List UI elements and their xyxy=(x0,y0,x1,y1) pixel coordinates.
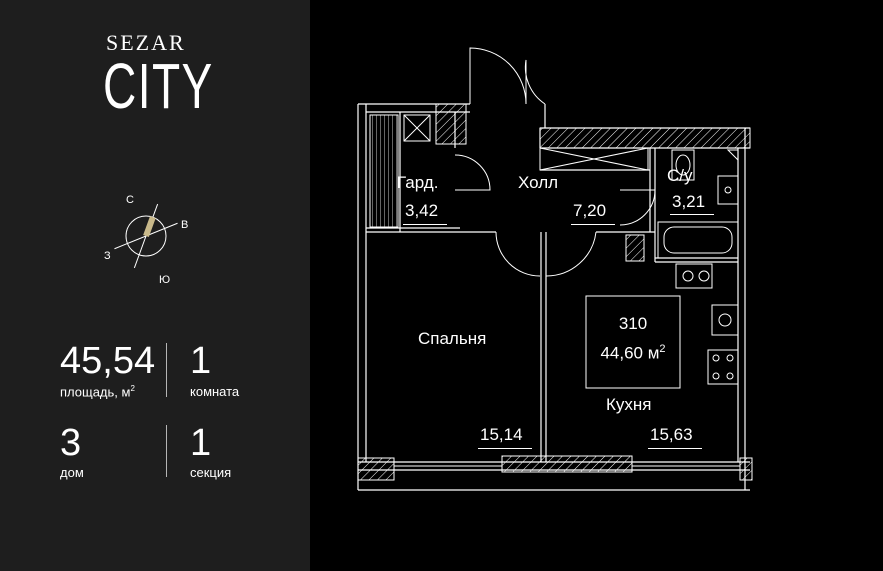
house-label: дом xyxy=(60,465,84,480)
stat-divider xyxy=(166,343,167,397)
kitchen-area: 15,63 xyxy=(650,425,693,444)
brand-name-top: SEZAR xyxy=(106,30,186,55)
info-panel: SEZAR CITY С В Ю З 45,54 площадь, м2 1 к… xyxy=(0,0,310,571)
kitchen-area-underline xyxy=(648,448,702,449)
bedroom-area: 15,14 xyxy=(480,425,523,444)
rooms-value: 1 xyxy=(190,340,212,382)
section-value: 1 xyxy=(190,422,212,464)
rooms-label: комната xyxy=(190,384,240,399)
bathroom-fixtures xyxy=(657,149,739,259)
brand-name-bottom: CITY xyxy=(103,50,214,122)
stat-divider xyxy=(166,425,167,477)
house-value: 3 xyxy=(60,422,82,464)
bathroom-area-underline xyxy=(670,214,714,215)
compass-south-label: Ю xyxy=(159,274,171,286)
hall-area-underline xyxy=(571,224,615,225)
kitchen-name: Кухня xyxy=(606,395,652,414)
hall-name: Холл xyxy=(518,173,559,192)
section-label: секция xyxy=(190,465,232,480)
apartment-info-box xyxy=(585,295,681,389)
wardrobe-area: 3,42 xyxy=(405,201,439,220)
area-value: 45,54 xyxy=(60,340,156,382)
apartment-total-area: 44,60 м2 xyxy=(600,343,666,363)
bathroom-area: 3,21 xyxy=(672,192,706,211)
windows xyxy=(357,455,753,481)
wardrobe-name: Гард. xyxy=(397,173,439,192)
compass-north-label: С xyxy=(126,194,134,206)
wardrobe-area-underline xyxy=(403,224,447,225)
kitchen-fixtures xyxy=(675,263,739,385)
hall-area: 7,20 xyxy=(573,201,607,220)
area-label: площадь, м2 xyxy=(60,384,135,400)
apartment-number: 310 xyxy=(618,314,648,333)
bedroom-area-underline xyxy=(478,448,532,449)
bathroom-name: С/у xyxy=(667,166,693,185)
compass-east-label: В xyxy=(181,219,189,231)
compass-west-label: З xyxy=(104,250,111,262)
compass-icon xyxy=(114,203,178,269)
bedroom-name: Спальня xyxy=(418,329,487,348)
floor-plan-panel xyxy=(310,0,883,571)
doors xyxy=(454,47,656,277)
